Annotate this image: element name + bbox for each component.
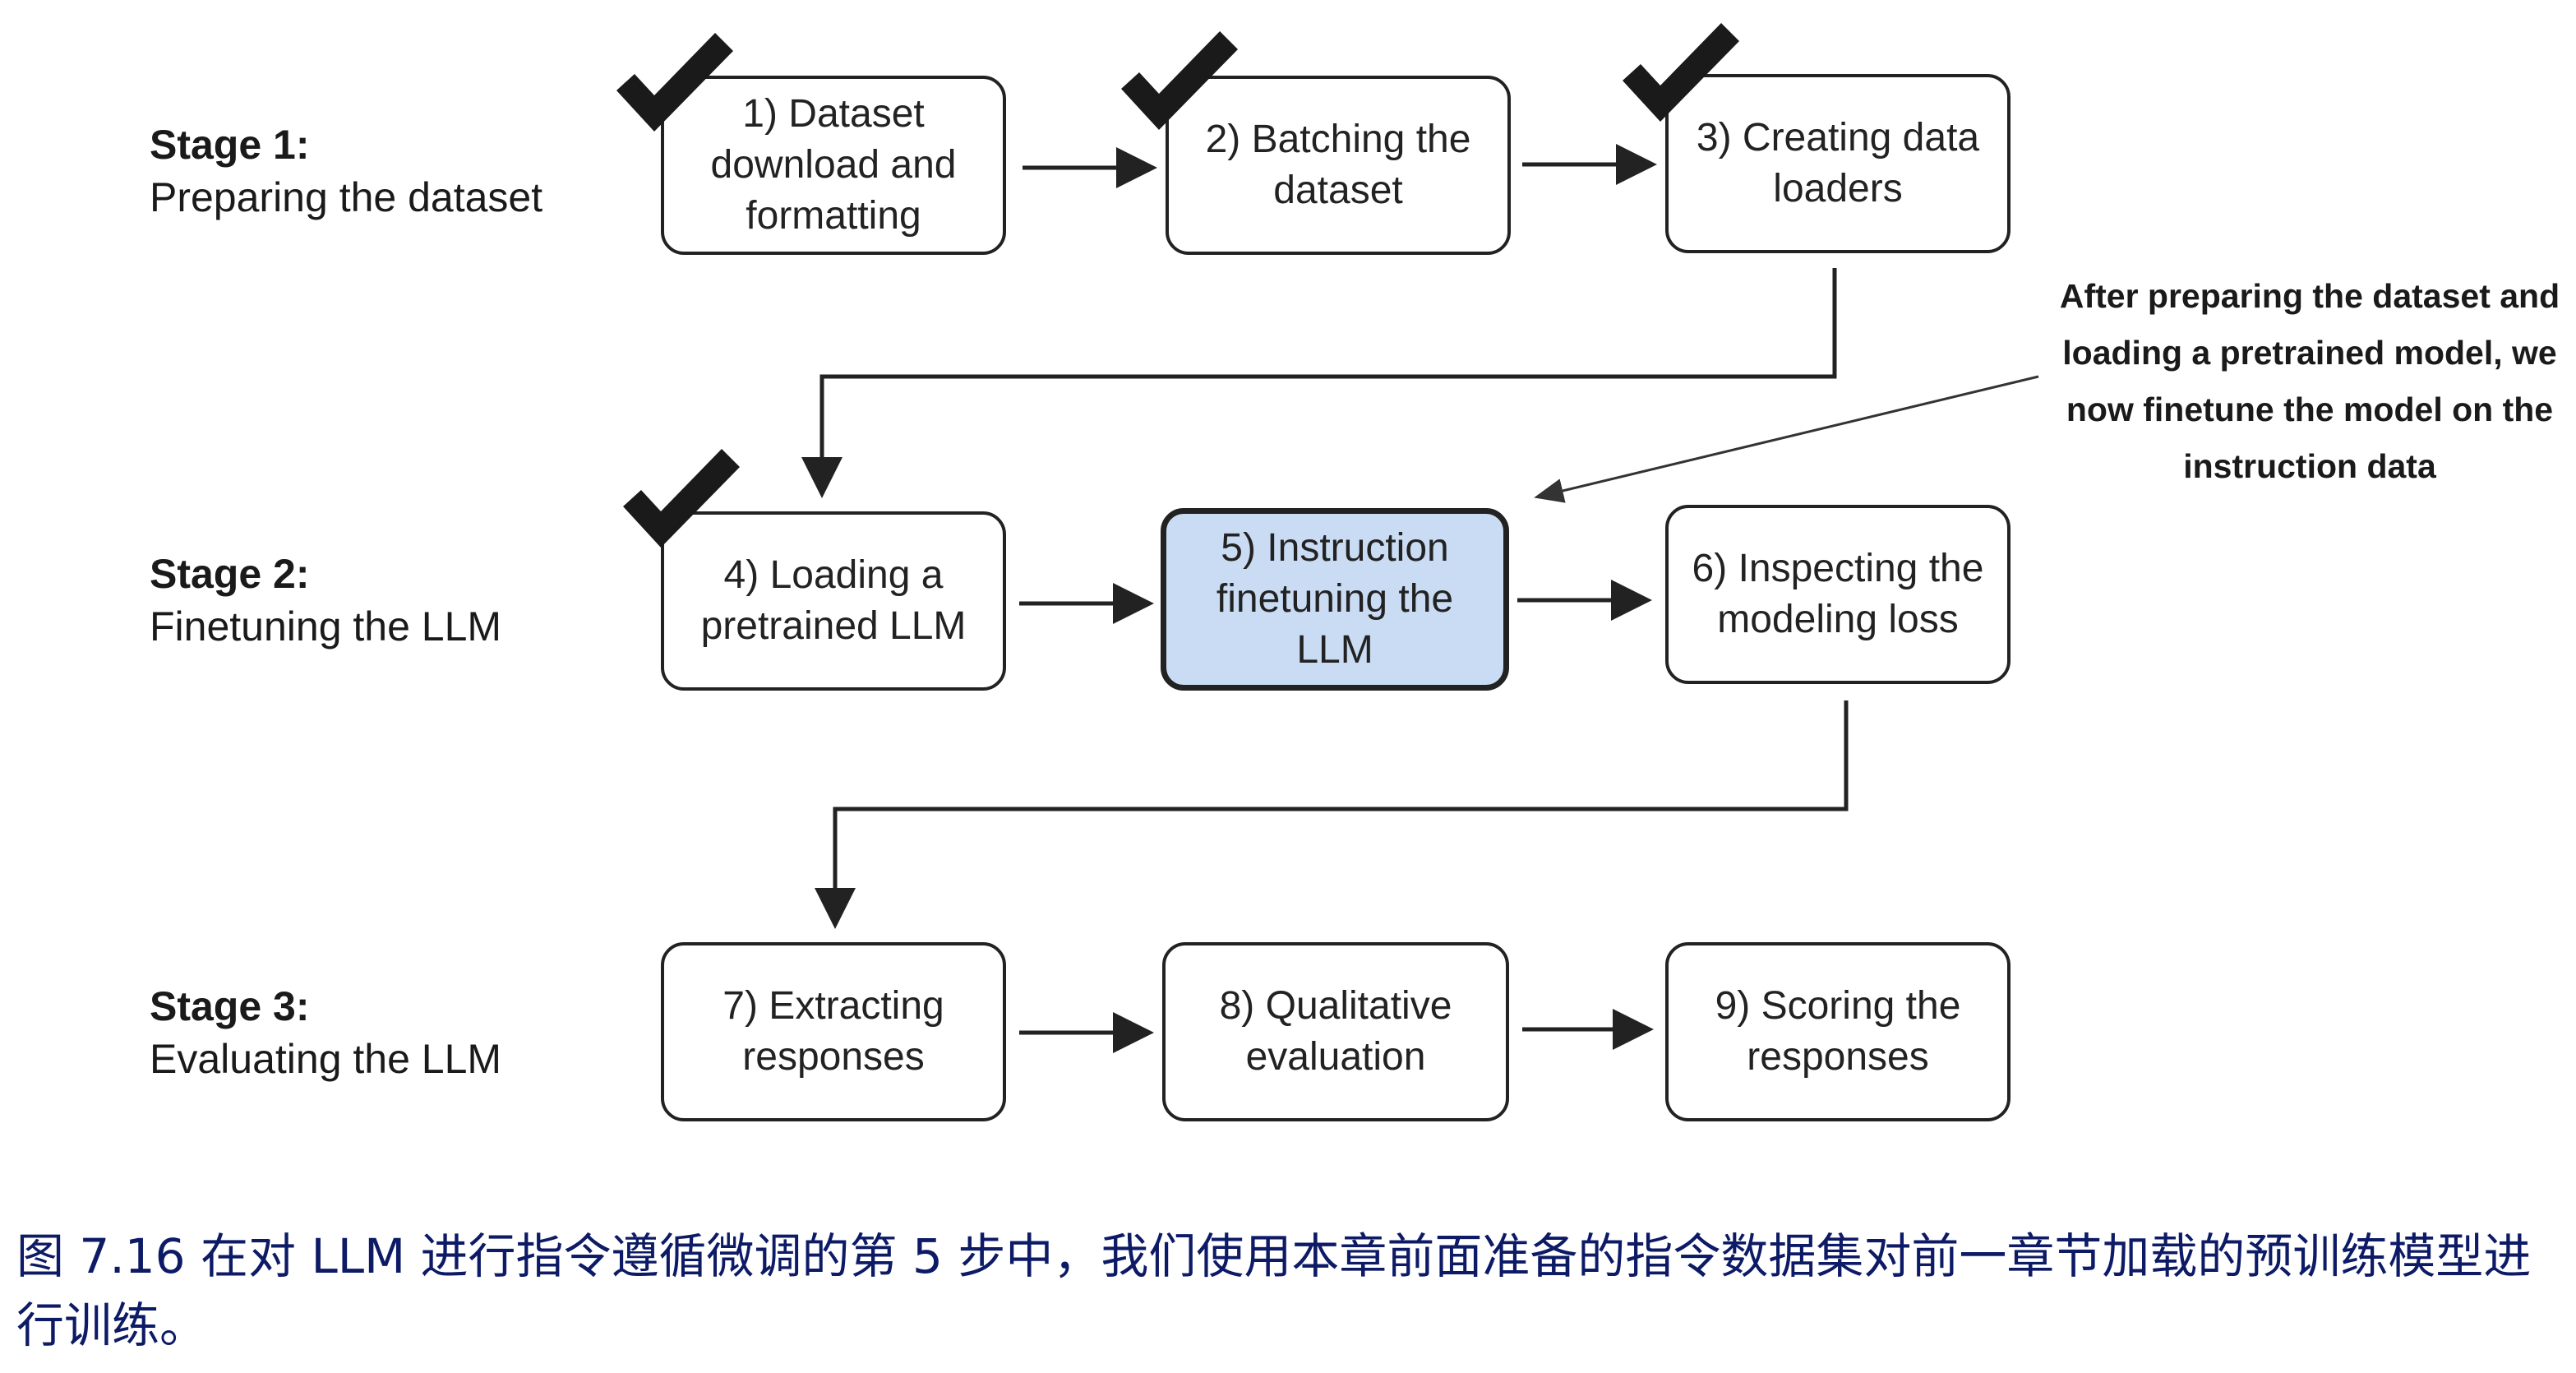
step-8-box[interactable]: 8) Qualitative evaluation	[1162, 942, 1509, 1121]
step-label: 3) Creating data loaders	[1696, 116, 1980, 210]
step-label: 7) Extracting responses	[722, 984, 944, 1079]
figure-caption: 图 7.16 在对 LLM 进行指令遵循微调的第 5 步中，我们使用本章前面准备…	[16, 1228, 2532, 1353]
checkmark-icon	[616, 33, 733, 132]
annotation-pointer	[1534, 375, 2039, 503]
stage-title: Stage 1:	[150, 122, 310, 168]
step-1-box[interactable]: 1) Dataset download and formatting	[661, 76, 1006, 255]
step-label: 1) Dataset download and formatting	[710, 92, 957, 238]
step-5-box[interactable]: 5) Instruction finetuning the LLM	[1161, 508, 1509, 691]
annotation-text: After preparing the dataset and loading …	[2059, 277, 2560, 485]
arrow-6-to-7	[815, 700, 1849, 929]
checkmark-icon	[1623, 23, 1739, 122]
step-label: 6) Inspecting the modeling loss	[1692, 547, 1984, 641]
stage-2-label: Stage 2: Finetuning the LLM	[150, 548, 501, 653]
step-4-box[interactable]: 4) Loading a pretrained LLM	[661, 511, 1006, 691]
step-6-box[interactable]: 6) Inspecting the modeling loss	[1665, 505, 2010, 684]
stage-3-label: Stage 3: Evaluating the LLM	[150, 980, 501, 1085]
step-7-box[interactable]: 7) Extracting responses	[661, 942, 1006, 1121]
stage-subtitle: Finetuning the LLM	[150, 603, 502, 650]
step-label: 9) Scoring the responses	[1715, 984, 1961, 1079]
step-2-box[interactable]: 2) Batching the dataset	[1166, 76, 1511, 255]
step-label: 5) Instruction finetuning the LLM	[1216, 526, 1454, 672]
connector-arrows	[801, 144, 2039, 1053]
step-3-box[interactable]: 3) Creating data loaders	[1665, 74, 2010, 253]
checkmark-icon	[1121, 31, 1238, 130]
step-label: 4) Loading a pretrained LLM	[700, 553, 967, 648]
stage-subtitle: Evaluating the LLM	[150, 1036, 502, 1082]
step-label: 8) Qualitative evaluation	[1219, 984, 1452, 1079]
stage-1-label: Stage 1: Preparing the dataset	[150, 118, 542, 224]
arrow-3-to-4	[801, 268, 1837, 498]
step-9-box[interactable]: 9) Scoring the responses	[1665, 942, 2010, 1121]
step-label: 2) Batching the dataset	[1205, 118, 1471, 212]
checkmark-icon	[623, 449, 740, 548]
stage-subtitle: Preparing the dataset	[150, 174, 543, 220]
stage-title: Stage 3:	[150, 983, 310, 1029]
stage-title: Stage 2:	[150, 551, 310, 597]
